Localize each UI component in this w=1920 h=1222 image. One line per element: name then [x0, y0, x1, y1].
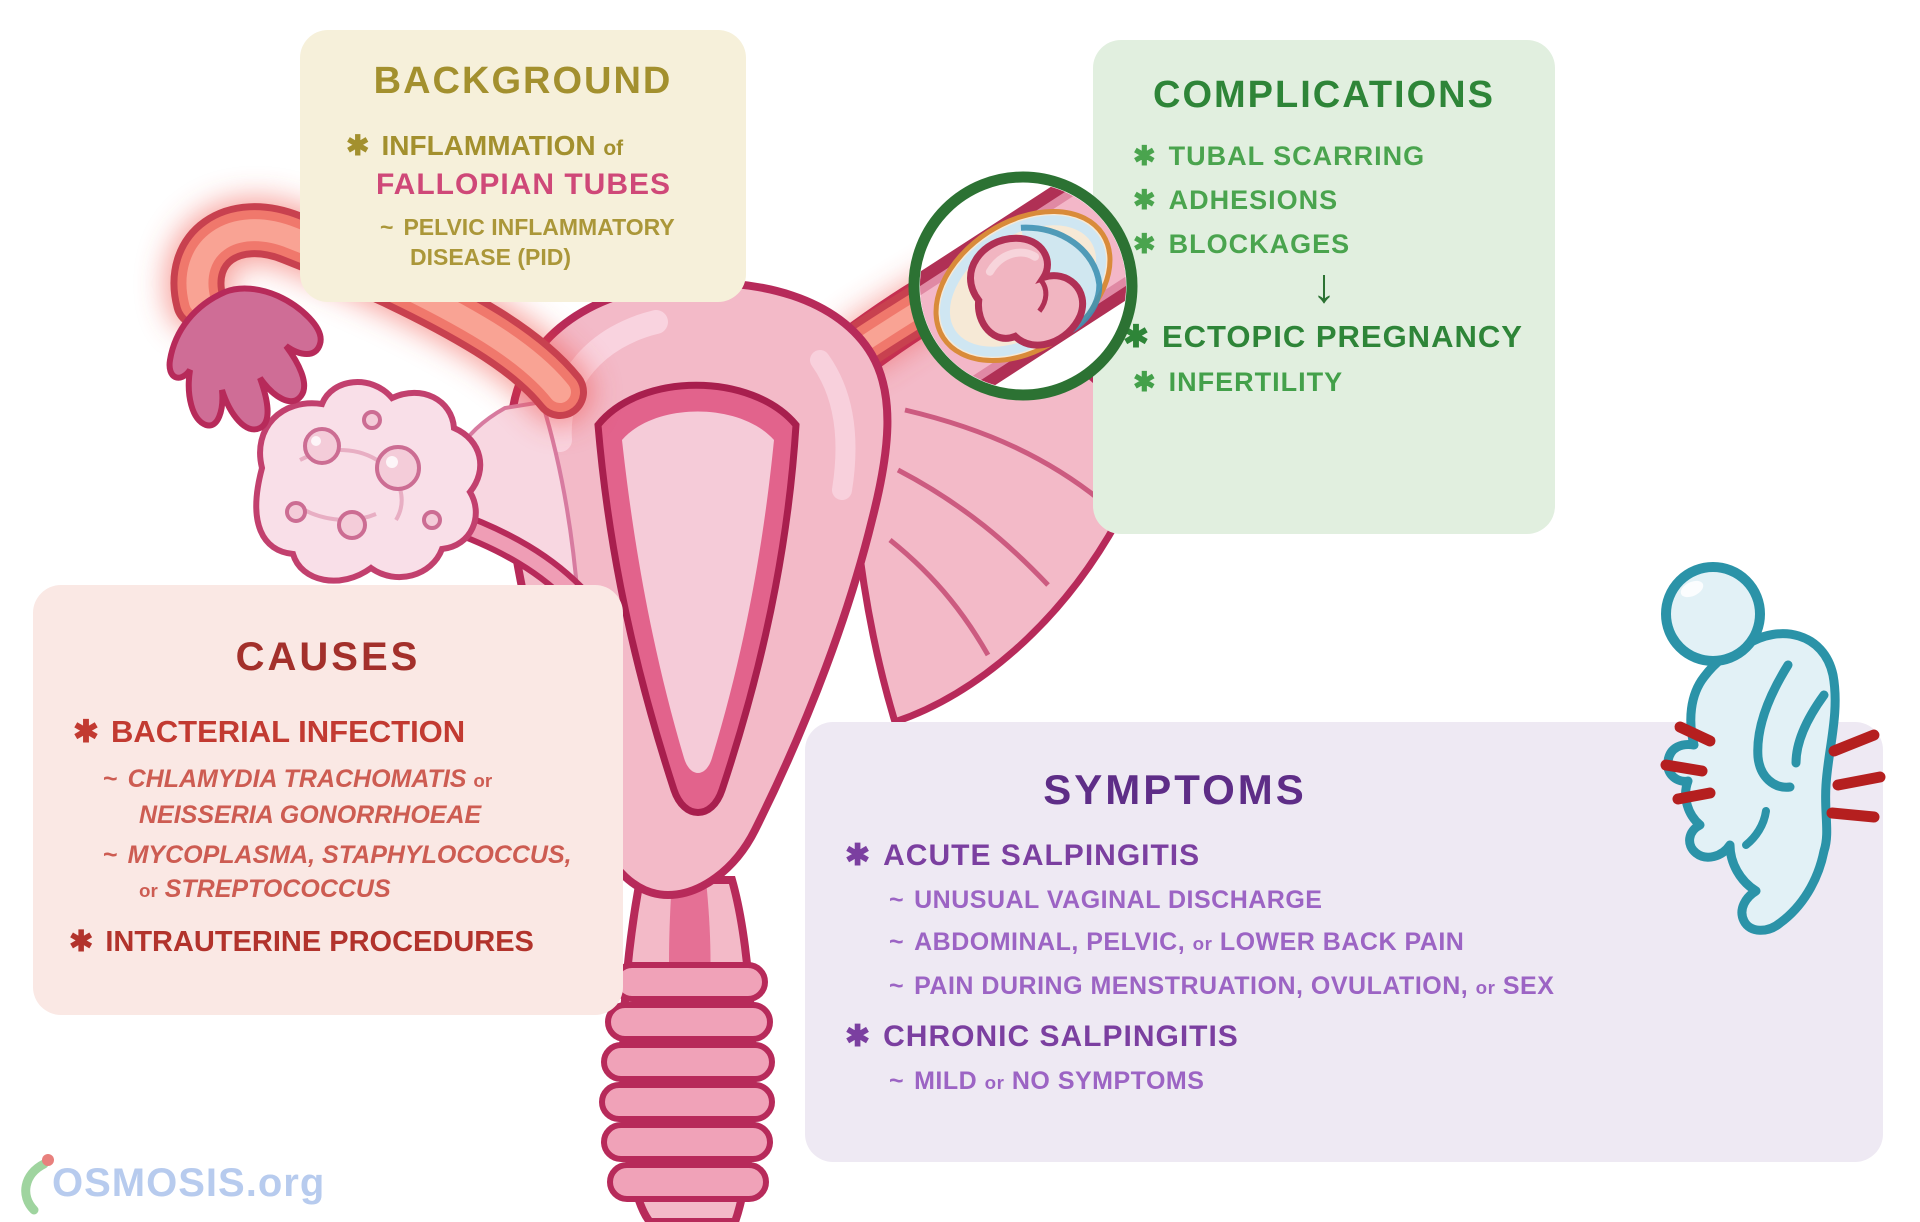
tilde-bullet-icon: ~ [380, 214, 394, 240]
down-arrow-icon: ↓ [1312, 260, 1336, 313]
complication-blockages: ✱BLOCKAGES [1133, 229, 1351, 259]
asterisk-bullet-icon: ✱ [1133, 229, 1157, 259]
tilde-bullet-icon: ~ [103, 765, 118, 793]
asterisk-bullet-icon: ✱ [1133, 141, 1157, 171]
complications-box: COMPLICATIONS ✱TUBAL SCARRING ✱ADHESIONS… [1093, 40, 1555, 534]
tilde-bullet-icon: ~ [889, 928, 905, 956]
cervix-ribs [599, 962, 775, 1202]
causes-box: CAUSES ✱BACTERIAL INFECTION ~CHLAMYDIA T… [33, 585, 623, 1015]
asterisk-bullet-icon: ✱ [69, 926, 94, 958]
person-arm [1753, 660, 1795, 792]
complication-infertility: ✱INFERTILITY [1133, 367, 1344, 397]
symptom-sub-pain-location: ~ABDOMINAL, PELVIC, or LOWER BACK PAIN [889, 928, 1465, 956]
background-box: BACKGROUND ✱INFLAMMATION of FALLOPIAN TU… [300, 30, 746, 302]
symptom-sub-mild: ~MILD or NO SYMPTOMS [889, 1067, 1205, 1095]
background-title: BACKGROUND [373, 60, 673, 102]
symptom-acute-salpingitis: ✱ACUTE SALPINGITIS [845, 839, 1201, 872]
complications-title: COMPLICATIONS [1153, 74, 1495, 116]
complication-adhesions: ✱ADHESIONS [1133, 185, 1339, 215]
person-body [1663, 629, 1840, 935]
background-sub-pid-line2: DISEASE (PID) [410, 244, 572, 270]
causes-title: CAUSES [235, 635, 421, 679]
ectopic-pregnancy-inset [908, 171, 1138, 401]
asterisk-bullet-icon: ✱ [1133, 185, 1157, 215]
asterisk-bullet-icon: ✱ [1133, 367, 1157, 397]
cause-sub-chlamydia: ~CHLAMYDIA TRACHOMATIS or [103, 765, 493, 793]
tilde-bullet-icon: ~ [889, 886, 905, 914]
osmosis-logo: OSMOSIS.org [10, 1150, 325, 1216]
fimbriae [166, 285, 324, 433]
cause-sub-streptococcus: or STREPTOCOCCUS [139, 875, 391, 903]
symptom-sub-discharge: ~UNUSUAL VAGINAL DISCHARGE [889, 886, 1323, 914]
background-sub-pid-line1: ~PELVIC INFLAMMATORY [380, 214, 675, 240]
tilde-bullet-icon: ~ [889, 1067, 905, 1095]
background-item-fallopian-tubes: FALLOPIAN TUBES [376, 168, 672, 201]
ovary [253, 379, 484, 584]
symptom-chronic-salpingitis: ✱CHRONIC SALPINGITIS [845, 1020, 1239, 1053]
asterisk-bullet-icon: ✱ [73, 714, 99, 749]
tilde-bullet-icon: ~ [103, 841, 118, 869]
cause-sub-mycoplasma: ~MYCOPLASMA, STAPHYLOCOCCUS, [103, 841, 572, 869]
pain-marks-icon [1660, 721, 1886, 823]
logo-arc-icon [21, 1154, 54, 1215]
symptom-sub-pain-timing: ~PAIN DURING MENSTRUATION, OVULATION, or… [889, 972, 1555, 1000]
person-with-pelvic-pain [1660, 562, 1886, 935]
cause-intrauterine-procedures: ✱INTRAUTERINE PROCEDURES [69, 926, 534, 958]
logo-text: OSMOSIS.org [52, 1160, 326, 1205]
asterisk-bullet-icon: ✱ [845, 839, 872, 872]
person-head [1661, 562, 1765, 666]
ovarian-follicles [285, 410, 442, 540]
cause-sub-neisseria: NEISSERIA GONORRHOEAE [139, 801, 482, 829]
complication-ectopic-pregnancy: ✱ECTOPIC PREGNANCY [1123, 319, 1523, 354]
asterisk-bullet-icon: ✱ [845, 1020, 872, 1053]
asterisk-bullet-icon: ✱ [346, 130, 370, 161]
symptoms-title: SYMPTOMS [1043, 766, 1307, 813]
tilde-bullet-icon: ~ [889, 972, 905, 1000]
background-item-inflammation: ✱INFLAMMATION of [346, 130, 624, 161]
complication-tubal-scarring: ✱TUBAL SCARRING [1133, 141, 1426, 171]
cause-bacterial-infection: ✱BACTERIAL INFECTION [73, 714, 466, 749]
